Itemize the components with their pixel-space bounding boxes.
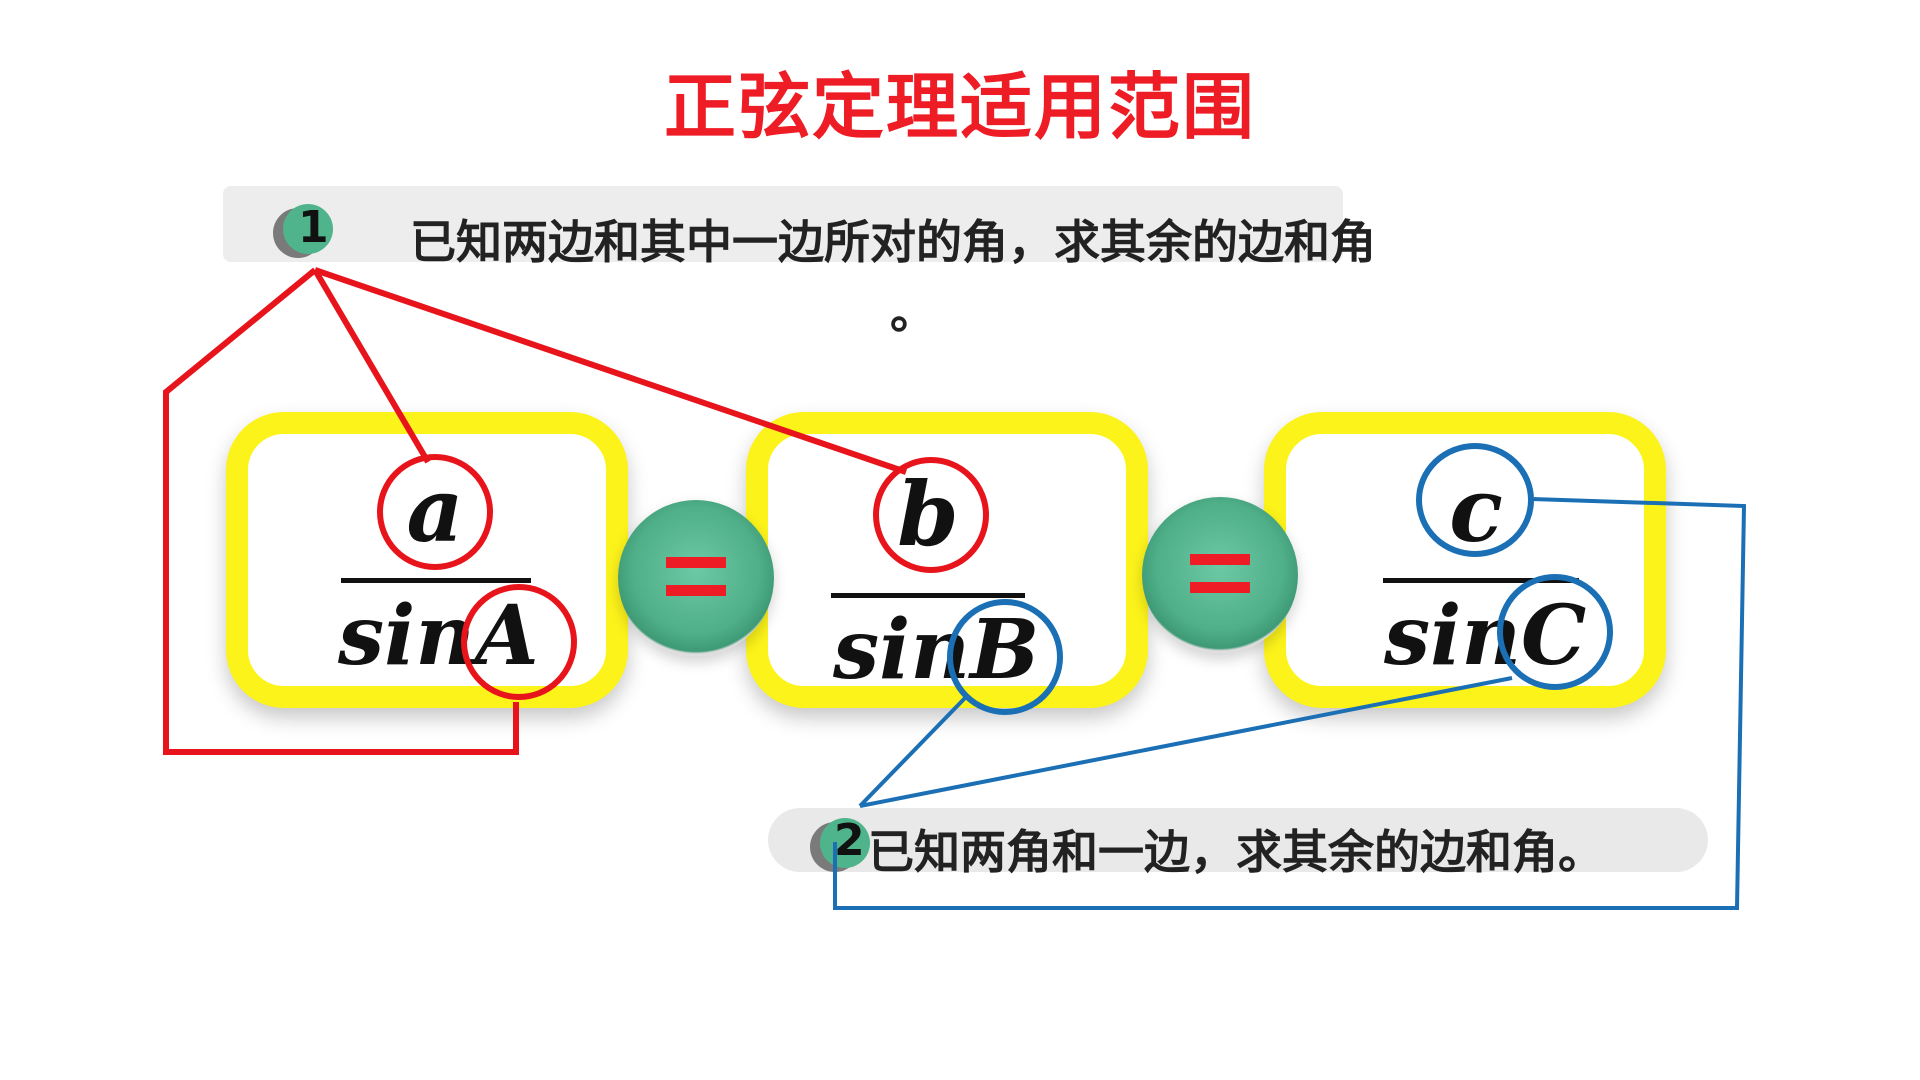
fraction-line-b: [831, 593, 1025, 598]
denominator-b: sinB: [833, 602, 1039, 698]
slide-title: 正弦定理适用范围: [663, 65, 1256, 149]
denominator-a: sinA: [338, 588, 539, 684]
equals-disc-1: [618, 500, 774, 656]
circle-c: [1416, 443, 1534, 557]
numerator-c: c: [1449, 458, 1503, 562]
item1-bullet-icon: [283, 204, 333, 254]
fraction-line-a: [341, 578, 531, 583]
link-2-to-angle-b: [858, 696, 967, 808]
fraction-line-c: [1383, 578, 1579, 583]
equals-icon: [666, 557, 726, 599]
item2-bullet-icon: [820, 818, 870, 868]
circle-angle-b: [947, 599, 1063, 715]
link-1-to-a: [312, 268, 431, 464]
red-circles: [377, 454, 989, 700]
sin-b: sin: [833, 602, 970, 698]
circle-angle-a: [461, 584, 577, 700]
blue-circles: [947, 443, 1613, 715]
item1-text: 已知两边和其中一边所对的角，求其余的边和角: [410, 215, 1376, 269]
angle-a: A: [474, 588, 539, 684]
sin-a: sin: [338, 588, 475, 684]
numerator-b: b: [897, 462, 959, 566]
circle-b: [873, 457, 989, 573]
angle-c: C: [1520, 588, 1587, 684]
item1-text-tail: 。: [890, 285, 936, 339]
blue-connectors: [833, 497, 1747, 910]
link-2-to-angle-c: [859, 676, 1513, 808]
item2-number: 2: [834, 815, 865, 866]
fraction-box-c: [1264, 412, 1666, 708]
item1-number: 1: [298, 202, 329, 253]
item2-text: 已知两角和一边，求其余的边和角。: [868, 825, 1604, 879]
fraction-box-a: [226, 412, 628, 708]
link-1-to-b: [314, 267, 907, 475]
link-1-to-angle-a: [163, 267, 519, 755]
equals-disc-2: [1142, 497, 1298, 653]
red-connectors: [163, 267, 907, 755]
circle-angle-c: [1497, 574, 1613, 690]
numerator-a: a: [406, 458, 464, 562]
equals-icon: [1190, 554, 1250, 596]
angle-b: B: [969, 602, 1040, 698]
item1-bar: [223, 186, 1343, 262]
link-2-to-c: [833, 497, 1747, 910]
item2-bar: [768, 808, 1708, 872]
circle-a: [377, 454, 493, 570]
